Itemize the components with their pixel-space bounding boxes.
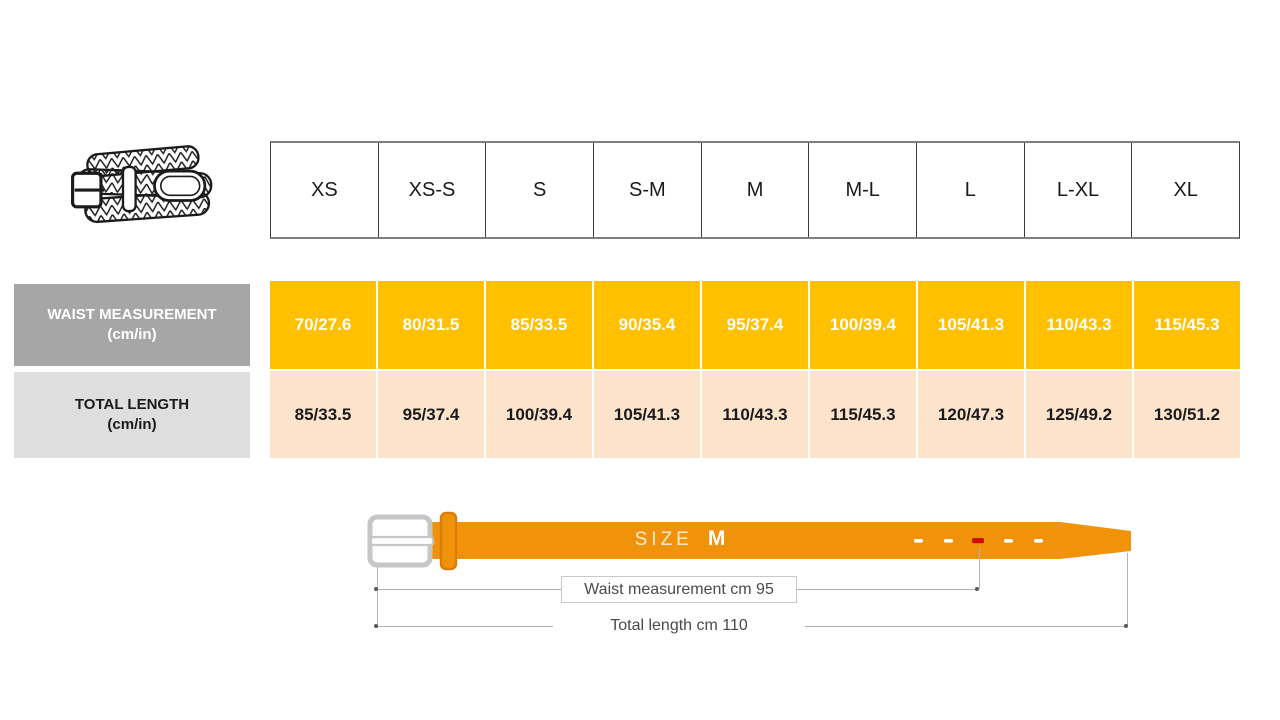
- belt-hole: [914, 539, 923, 543]
- size-header-cell: M: [700, 143, 809, 237]
- waist-measurement-row-label: WAIST MEASUREMENT (cm/in): [14, 284, 250, 366]
- length-value-cell: 120/47.3: [918, 371, 1024, 458]
- size-value: M: [707, 527, 726, 550]
- size-header-cell: M-L: [808, 143, 917, 237]
- size-header-cell: L: [916, 143, 1024, 237]
- length-value-cell: 130/51.2: [1134, 371, 1240, 458]
- waist-value-cell: 90/35.4: [594, 281, 700, 369]
- waist-label-text: WAIST MEASUREMENT: [47, 305, 217, 323]
- buckle-prong: [369, 535, 435, 547]
- length-value-cell: 100/39.4: [486, 371, 592, 458]
- dimension-line-vertical-tip: [1127, 553, 1128, 627]
- size-word: SIZE: [634, 529, 693, 550]
- belt-diagram-drawing: [367, 511, 1131, 571]
- size-header-cell: XS: [271, 143, 378, 237]
- belt-diagram: [358, 503, 1142, 577]
- waist-value-cell: 80/31.5: [378, 281, 484, 369]
- length-label-unit: (cm/in): [107, 416, 157, 433]
- length-value-cell: 115/45.3: [810, 371, 916, 458]
- waist-value-cell: 85/33.5: [486, 281, 592, 369]
- size-header-cell: XS-S: [377, 143, 486, 237]
- belt-hole: [944, 539, 953, 543]
- belt-hole: [1034, 539, 1043, 543]
- waist-value-cell: 100/39.4: [810, 281, 916, 369]
- dimension-line-vertical-hole: [979, 547, 980, 589]
- dimension-endpoint-dot: [374, 587, 378, 591]
- dimension-line-vertical-buckle: [377, 566, 378, 628]
- braided-belt-drawing: [71, 145, 213, 223]
- belt-keeper-loop: [439, 511, 458, 571]
- waist-measurement-values-row: 70/27.6 80/31.5 85/33.5 90/35.4 95/37.4 …: [270, 281, 1240, 369]
- total-length-callout: Total length cm 110: [553, 613, 805, 639]
- braided-belt-icon: [60, 136, 228, 242]
- size-header-cell: S-M: [593, 143, 701, 237]
- length-value-cell: 85/33.5: [270, 371, 376, 458]
- belt-hole-highlighted: [972, 538, 984, 544]
- belt-strap: [426, 522, 1131, 559]
- waist-value-cell: 110/43.3: [1026, 281, 1132, 369]
- belt-size-text: SIZE M: [595, 527, 765, 551]
- size-header-cell: L-XL: [1023, 143, 1132, 237]
- waist-value-cell: 115/45.3: [1134, 281, 1240, 369]
- total-length-values-row: 85/33.5 95/37.4 100/39.4 105/41.3 110/43…: [270, 371, 1240, 458]
- waist-value-cell: 70/27.6: [270, 281, 376, 369]
- dimension-endpoint-dot: [374, 624, 378, 628]
- waist-value-cell: 95/37.4: [702, 281, 808, 369]
- length-value-cell: 105/41.3: [594, 371, 700, 458]
- size-header-cell: XL: [1131, 143, 1240, 237]
- size-header-row: XS XS-S S S-M M M-L L L-XL XL: [270, 141, 1240, 239]
- length-label-text: TOTAL LENGTH: [74, 395, 190, 413]
- length-value-cell: 95/37.4: [378, 371, 484, 458]
- length-value-cell: 110/43.3: [702, 371, 808, 458]
- size-header-cell: S: [485, 143, 594, 237]
- waist-measurement-callout: Waist measurement cm 95: [561, 576, 797, 603]
- dimension-endpoint-dot: [975, 587, 979, 591]
- waist-value-cell: 105/41.3: [918, 281, 1024, 369]
- belt-hole: [1004, 539, 1013, 543]
- length-value-cell: 125/49.2: [1026, 371, 1132, 458]
- dimension-endpoint-dot: [1124, 624, 1128, 628]
- waist-label-unit: (cm/in): [107, 326, 157, 343]
- total-length-row-label: TOTAL LENGTH (cm/in): [14, 372, 250, 458]
